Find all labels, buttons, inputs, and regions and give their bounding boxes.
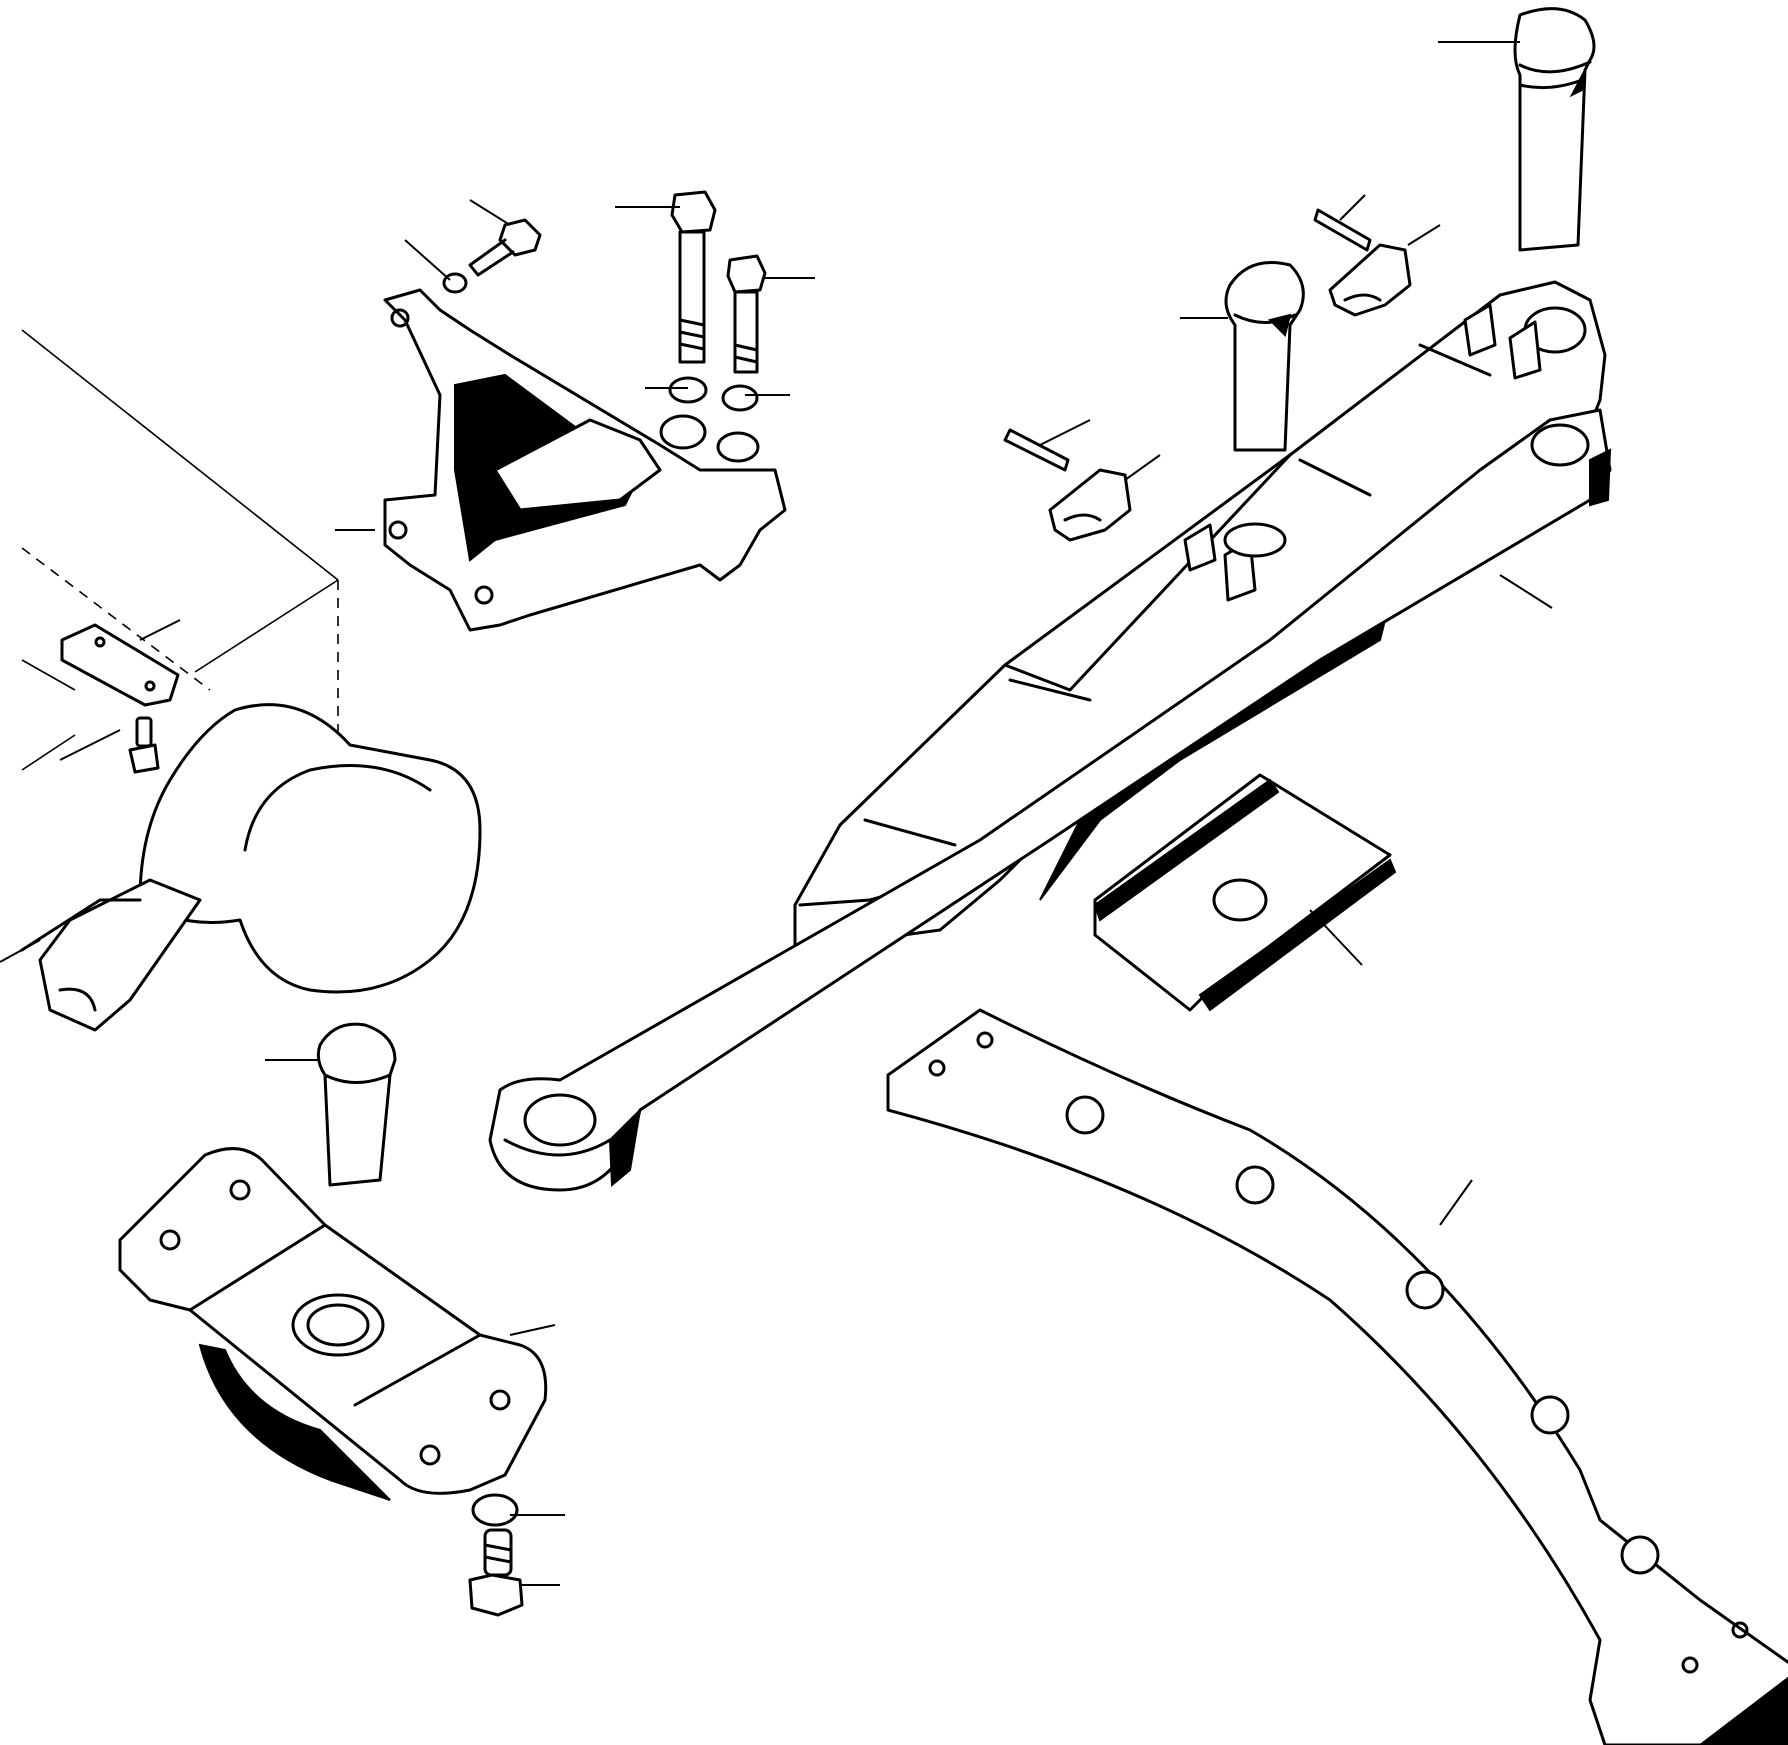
hex-bolt-medium bbox=[726, 254, 767, 374]
small-plate bbox=[60, 623, 180, 707]
pivot-pin bbox=[316, 1022, 397, 1187]
retainer-clip bbox=[1048, 243, 1412, 542]
stabilizer-bar bbox=[886, 1008, 1788, 1745]
callout-leaders bbox=[0, 41, 1553, 1586]
axle-housing bbox=[20, 329, 482, 1032]
pivot-plate bbox=[118, 1147, 548, 1501]
lower-link-arm bbox=[488, 408, 1612, 1192]
clevis-pin-large bbox=[1513, 7, 1596, 252]
hex-bolt-long bbox=[670, 190, 717, 364]
spacer-channel bbox=[1093, 773, 1397, 1012]
cap-screw bbox=[468, 1528, 524, 1617]
upper-link-arm bbox=[793, 280, 1607, 952]
small-screw bbox=[128, 716, 160, 774]
mounting-bracket bbox=[383, 288, 787, 632]
hex-bolt-small bbox=[468, 218, 542, 277]
clevis-pin-small bbox=[1224, 261, 1305, 452]
linch-pin bbox=[1003, 208, 1372, 472]
